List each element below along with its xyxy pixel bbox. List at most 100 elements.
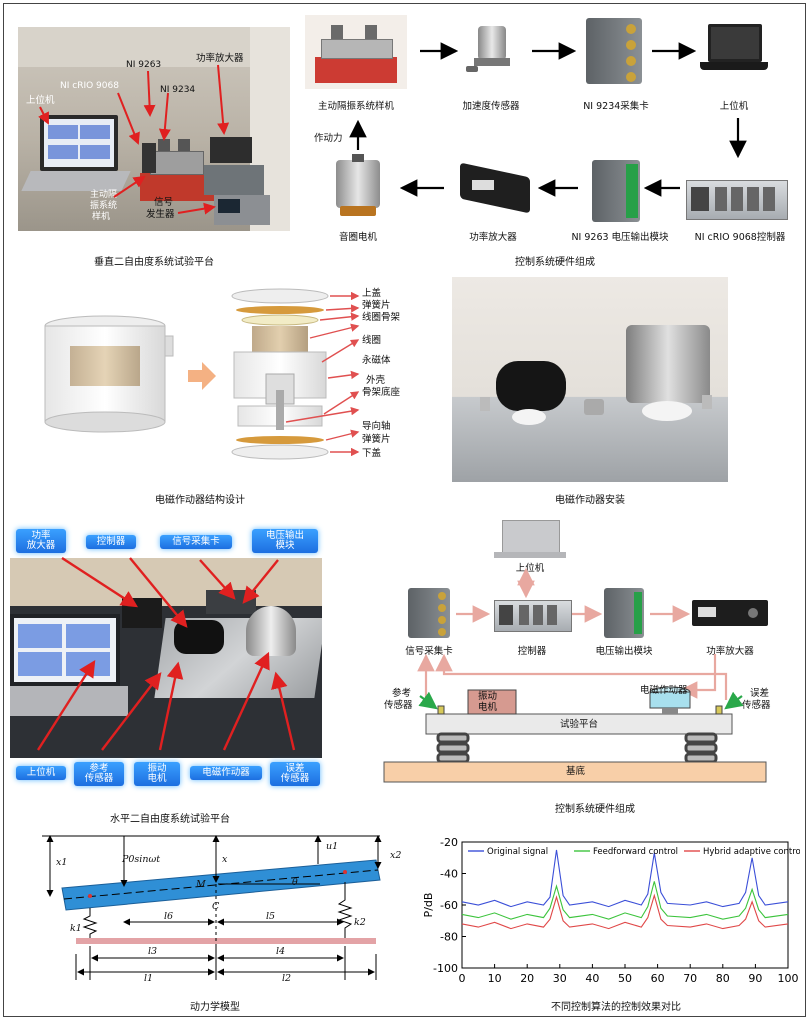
p6-err-2: 传感器 (742, 700, 771, 711)
legend-label-1: Feedforward control (593, 847, 678, 857)
p3-actuator-structure (44, 288, 360, 460)
p6-amp-image (692, 600, 768, 626)
p2-ni9234-label: NI 9234采集卡 (583, 101, 649, 112)
p7-l4: l4 (276, 946, 286, 957)
actuator-install-photo (452, 277, 728, 482)
y-tick-label-1: -40 (440, 868, 458, 881)
p3-part-3: 线圈 (362, 335, 382, 346)
p3-part-8: 弹簧片 (362, 434, 391, 445)
p3-exploded-view (231, 288, 329, 460)
p5-tag-motor: 振动电机 (134, 762, 180, 786)
x-tick-label-0: 0 (459, 972, 466, 985)
p5-tag-err: 误差传感器 (270, 762, 320, 786)
p6-platform-label: 试验平台 (560, 719, 599, 730)
p5-tag-amp: 功率放大器 (16, 529, 66, 553)
p3-part-4: 永磁体 (362, 355, 391, 366)
p5-tag-ctrl: 控制器 (86, 535, 136, 549)
x-tick-label-8: 80 (716, 972, 730, 985)
p1-label-sample-2: 振系统 (90, 201, 118, 211)
p7-C: C (212, 901, 220, 912)
p2-accel-image (466, 22, 516, 80)
p6-ref-2: 传感器 (384, 700, 413, 711)
p2-ni9263-label: NI 9263 电压输出模块 (571, 232, 669, 243)
p2-accel-label: 加速度传感器 (462, 101, 520, 112)
p6-actuator-label: 电磁作动器 (640, 685, 688, 696)
p7-x: x (222, 854, 228, 865)
x-tick-label-9: 90 (748, 972, 762, 985)
p5-caption: 水平二自由度系统试验平台 (110, 814, 230, 825)
p6-acq-label: 信号采集卡 (405, 646, 453, 657)
legend-label-0: Original signal (487, 847, 548, 857)
x-tick-label-6: 60 (651, 972, 665, 985)
p6-ctrl-label: 控制器 (517, 646, 547, 657)
series-line-2 (461, 893, 789, 930)
p6-err-1: 误差 (750, 688, 770, 699)
p7-k1: k1 (70, 923, 82, 934)
p2-host-label: 上位机 (719, 101, 749, 112)
p5-tag-host: 上位机 (16, 766, 66, 780)
x-tick-label-2: 20 (520, 972, 534, 985)
p6-motor-1: 振动 (478, 691, 498, 702)
p2-amp-label: 功率放大器 (469, 232, 517, 243)
x-tick-label-1: 10 (488, 972, 502, 985)
p7-dynamics-model (42, 835, 382, 980)
p5-red-arrows (36, 556, 296, 751)
p1-red-arrows (38, 64, 230, 215)
x-tick-label-3: 30 (553, 972, 567, 985)
p3-part-9: 下盖 (362, 448, 382, 459)
p8-chart: 0 10 20 30 40 50 60 70 80 90 100 -20 -40 -60 -80 -100 P/… (422, 836, 800, 985)
p5-tag-acq: 信号采集卡 (160, 535, 232, 549)
p7-force: P0sinωt (122, 854, 161, 865)
p4-caption: 电磁作动器安装 (555, 495, 625, 506)
legend-label-2: Hybrid adaptive control (703, 847, 800, 857)
p1-label-crio: NI cRIO 9068 (60, 81, 119, 91)
p2-caption: 控制系统硬件组成 (515, 257, 595, 268)
y-tick-label-0: -20 (440, 836, 458, 849)
p2-vcm-label: 音圈电机 (338, 232, 377, 243)
y-tick-label-4: -100 (433, 962, 458, 975)
x-tick-label-4: 40 (585, 972, 599, 985)
p6-ctrl-image (494, 600, 572, 632)
horizontal-platform-photo (10, 558, 322, 758)
y-tick-label-3: -80 (440, 931, 458, 944)
p2-amp-image (456, 160, 534, 218)
p8-caption: 不同控制算法的控制效果对比 (551, 1002, 681, 1013)
x-tick-label-7: 70 (683, 972, 697, 985)
p3-assembled-view (44, 315, 174, 433)
p1-label-amp: 功率放大器 (196, 53, 244, 64)
p2-prototype-label: 主动隔振系统样机 (317, 101, 394, 112)
p2-ni9234-image (586, 18, 642, 84)
p2-host-image (700, 24, 768, 80)
p3-part-7: 导向轴 (362, 421, 391, 432)
p3-part-0: 上盖 (362, 288, 382, 299)
p6-vout-image (604, 588, 644, 638)
p7-x2: x2 (390, 850, 402, 861)
x-tick-label-10: 100 (778, 972, 799, 985)
p2-flow-arrows (349, 42, 747, 197)
p1-label-sig-1: 信号 (154, 197, 174, 208)
p7-theta: θ (292, 877, 298, 888)
series-line-1 (461, 881, 789, 920)
p6-caption: 控制系统硬件组成 (555, 804, 635, 815)
p7-l1: l1 (144, 973, 154, 984)
p7-x1: x1 (56, 857, 68, 868)
p5-tag-vout: 电压输出模块 (252, 529, 318, 553)
x-tick-label-5: 50 (618, 972, 632, 985)
p3-part-6: 骨架底座 (362, 387, 401, 398)
p2-ni9263-image (592, 160, 640, 222)
p1-label-ni9263: NI 9263 (126, 60, 162, 70)
p3-part-2: 线圈骨架 (362, 312, 401, 323)
p7-l2: l2 (282, 973, 292, 984)
p1-label-sig-2: 发生器 (146, 209, 175, 220)
p6-schematic (383, 567, 767, 783)
chart-plot-area (461, 841, 789, 969)
y-axis-label: P/dB (422, 893, 435, 918)
p7-u1: u1 (326, 841, 339, 852)
p2-crio-image (686, 180, 788, 220)
y-tick-label-2: -60 (440, 899, 458, 912)
p7-l6: l6 (164, 911, 174, 922)
p1-label-sample-1: 主动隔 (90, 190, 118, 200)
p1-label-host: 上位机 (26, 95, 55, 106)
figure-frame (3, 3, 806, 1017)
vertical-platform-photo (18, 27, 290, 231)
